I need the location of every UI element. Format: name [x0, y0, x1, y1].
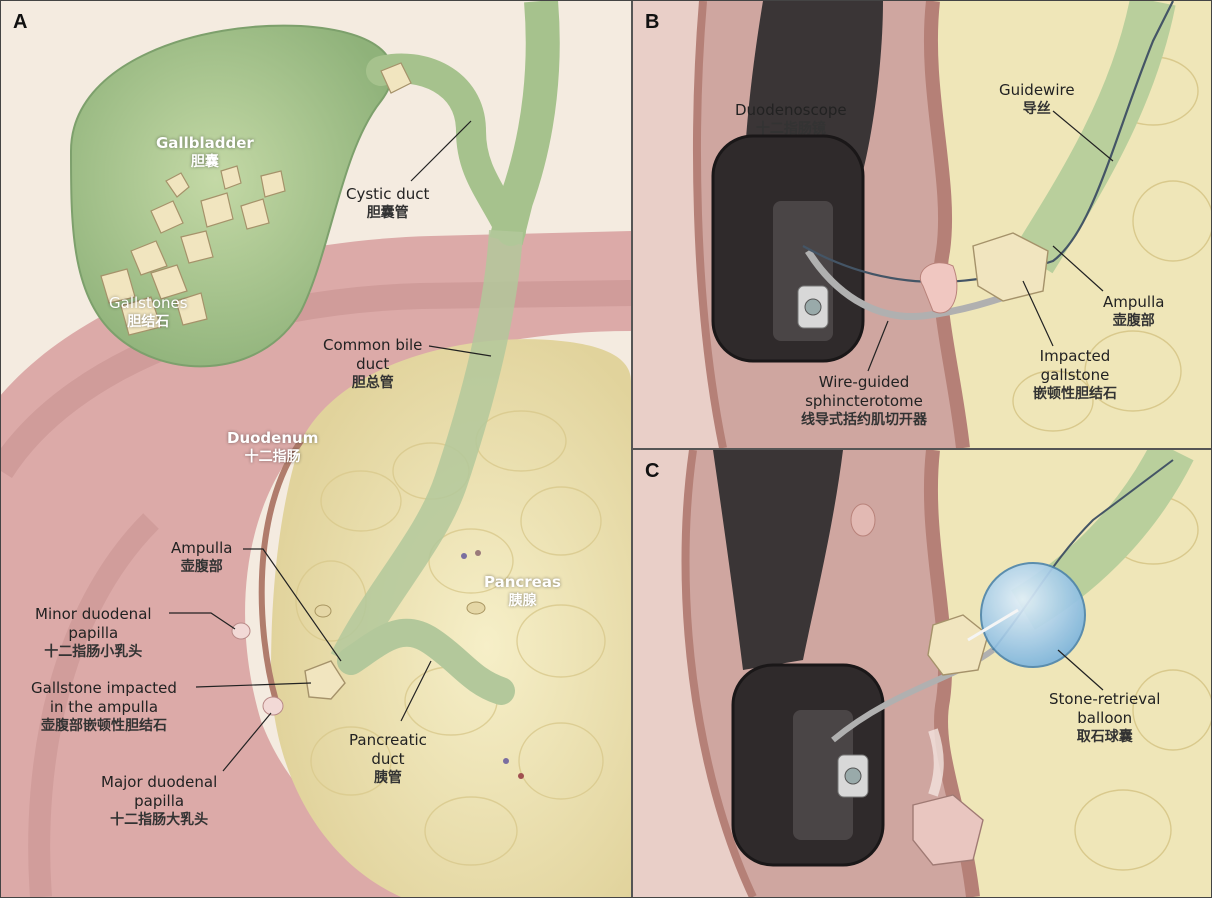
- duodenal-wall-left: [633, 1, 723, 448]
- label-duodenoscope: Duodenoscope 十二指肠镜: [735, 101, 847, 137]
- panel-b: B Duodenoscope 十二指肠镜 Guidewire 导丝 Ampull…: [633, 1, 1211, 450]
- minor-papilla: [850, 503, 876, 537]
- vessel-dot: [518, 773, 524, 779]
- panel-c-illustration: [633, 450, 1211, 897]
- leader-impacted-gallstone: [1022, 280, 1054, 347]
- duodenal-wall-right: [924, 1, 970, 448]
- label-cystic-duct: Cystic duct 胆囊管: [346, 185, 430, 221]
- label-gallstone-impacted: Gallstone impacted in the ampulla 壶腹部嵌顿性…: [31, 679, 177, 734]
- panel-b-illustration: [633, 1, 1211, 448]
- pancreatic-duct: [337, 618, 515, 705]
- leader-cystic-duct: [410, 120, 472, 182]
- duodenum-wall: [1, 231, 631, 897]
- impacted-gallstone: [304, 660, 346, 700]
- papilla: [919, 262, 958, 314]
- pancreas-region: [930, 450, 1211, 897]
- label-common-bile-duct: Common bile duct 胆总管: [323, 336, 423, 391]
- leader-minor-papilla: [169, 612, 236, 630]
- panel-c: C Stone-retrieval balloon 取石球囊: [633, 450, 1211, 897]
- expelled-gallstone: [912, 794, 984, 866]
- minor-papilla: [231, 622, 251, 640]
- leader-gallstone-impacted: [195, 682, 312, 688]
- pancreas-vessel: [314, 604, 332, 618]
- label-pancreas: Pancreas 胰腺: [484, 573, 561, 609]
- duodenoscope-shaft: [713, 450, 843, 670]
- leader-ampulla: [243, 548, 342, 662]
- vessel-dot: [503, 758, 509, 764]
- duodenum-fold-lower: [28, 513, 159, 897]
- cystic-duct: [366, 53, 526, 246]
- label-impacted-gallstone: Impacted gallstone 嵌顿性胆结石: [1033, 347, 1117, 402]
- label-major-papilla: Major duodenal papilla 十二指肠大乳头: [101, 773, 218, 828]
- panel-b-letter: B: [645, 11, 660, 33]
- label-sphincterotome: Wire-guided sphincterotome 线导式括约肌切开器: [801, 373, 927, 428]
- vessel-dot: [461, 553, 467, 559]
- panel-a: A Gallbladder 胆囊 Gallstones 胆结石 Cystic d…: [1, 1, 633, 897]
- vessel-dot: [475, 550, 481, 556]
- common-bile-duct: [330, 230, 523, 669]
- scope-lens: [804, 298, 822, 316]
- gallstone-being-retrieved: [927, 614, 989, 676]
- wall-edge-left: [681, 450, 757, 897]
- panel-a-letter: A: [13, 11, 28, 33]
- hepatic-duct: [489, 1, 560, 246]
- label-guidewire: Guidewire 导丝: [999, 81, 1075, 117]
- gallbladder: [69, 24, 394, 368]
- leader-pancreatic-duct: [400, 660, 432, 722]
- leader-guidewire: [1052, 110, 1114, 162]
- label-gallstones: Gallstones 胆结石: [109, 294, 188, 330]
- duodenal-wall-line: [258, 439, 304, 702]
- gallstones-cluster: [100, 62, 412, 336]
- retrieval-arrow: [967, 608, 1019, 642]
- impacted-gallstone: [972, 232, 1049, 302]
- wall-edge-left: [693, 1, 727, 448]
- sphincterotome: [805, 249, 1025, 321]
- label-ampulla-b: Ampulla 壶腹部: [1103, 293, 1165, 329]
- downward-arrow: [928, 728, 944, 797]
- pancreas-vessel: [466, 601, 486, 615]
- leader-balloon: [1057, 649, 1104, 691]
- duodenal-wall-left: [633, 450, 753, 897]
- label-ampulla: Ampulla 壶腹部: [171, 539, 233, 575]
- bile-duct: [1013, 1, 1176, 274]
- panel-c-letter: C: [645, 460, 660, 482]
- label-pancreatic-duct: Pancreatic duct 胰管: [349, 731, 427, 786]
- leader-sphincterotome: [867, 320, 889, 372]
- label-gallbladder: Gallbladder 胆囊: [156, 134, 254, 170]
- label-minor-papilla: Minor duodenal papilla 十二指肠小乳头: [35, 605, 152, 660]
- duodenoscope-channel: [793, 710, 853, 840]
- label-duodenum: Duodenum 十二指肠: [227, 429, 319, 465]
- stone-retrieval-balloon: [980, 562, 1086, 668]
- pancreas: [271, 339, 631, 897]
- guidewire: [802, 1, 1174, 283]
- major-papilla: [262, 696, 284, 716]
- leader-ampulla: [1052, 245, 1104, 292]
- label-balloon: Stone-retrieval balloon 取石球囊: [1049, 690, 1161, 745]
- leader-major-papilla: [222, 712, 272, 772]
- panel-a-illustration: [1, 1, 631, 897]
- leader-common-bile-duct: [428, 345, 492, 357]
- scope-lens: [844, 767, 862, 785]
